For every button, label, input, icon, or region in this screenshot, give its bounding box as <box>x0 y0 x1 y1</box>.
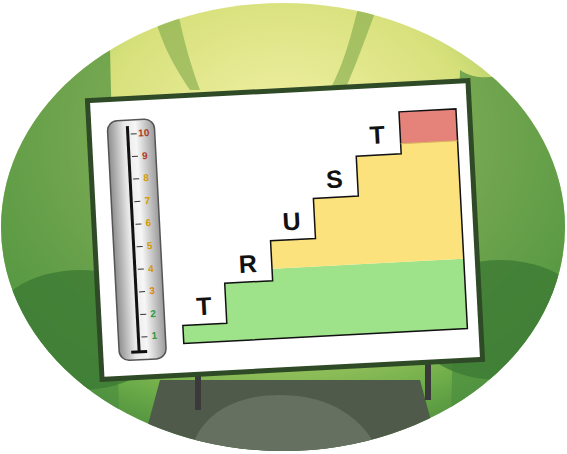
scale-number: 10 <box>138 128 150 139</box>
scale-number: 3 <box>149 286 155 296</box>
easel-leg <box>425 360 431 400</box>
yellow-band <box>166 140 472 274</box>
stair-fills <box>164 100 476 353</box>
easel-seat <box>140 380 440 454</box>
thermometer-column <box>127 126 139 352</box>
band-edge <box>401 141 458 144</box>
step-letter: U <box>282 209 301 235</box>
scale-tick <box>139 291 145 292</box>
scale-number: 5 <box>147 241 153 251</box>
scale-number: 4 <box>148 264 154 274</box>
scale-number: 8 <box>143 173 149 183</box>
green-band <box>172 258 476 354</box>
scale-number: 2 <box>150 309 156 319</box>
step-letter: S <box>325 166 343 192</box>
whiteboard <box>85 78 485 382</box>
scale-tick <box>134 201 140 202</box>
scale-number: 1 <box>151 331 157 341</box>
step-letter: T <box>196 293 213 319</box>
thermometer-tube <box>107 119 166 361</box>
scale-number: 6 <box>145 218 151 228</box>
stair-outline <box>172 109 467 344</box>
tree-trunk <box>330 0 380 90</box>
scale-tick <box>137 246 143 247</box>
scale-tick <box>135 223 141 224</box>
thermometer-base <box>131 350 147 354</box>
step-letter: R <box>238 251 257 277</box>
step-letter: T <box>369 122 386 148</box>
scale-tick <box>138 269 144 270</box>
scale-ticks <box>131 134 148 337</box>
scale-tick <box>133 178 139 179</box>
scale-number: 7 <box>144 196 150 206</box>
scale-tick <box>131 133 137 134</box>
scale-tick <box>132 156 138 157</box>
seat-back <box>190 395 380 454</box>
scale-tick <box>140 314 146 315</box>
tree-trunk <box>150 0 200 90</box>
scale-tick <box>141 336 147 337</box>
scale-number: 9 <box>142 151 148 161</box>
board-surface <box>90 83 480 376</box>
red-band <box>164 100 466 156</box>
board-frame <box>85 78 485 382</box>
